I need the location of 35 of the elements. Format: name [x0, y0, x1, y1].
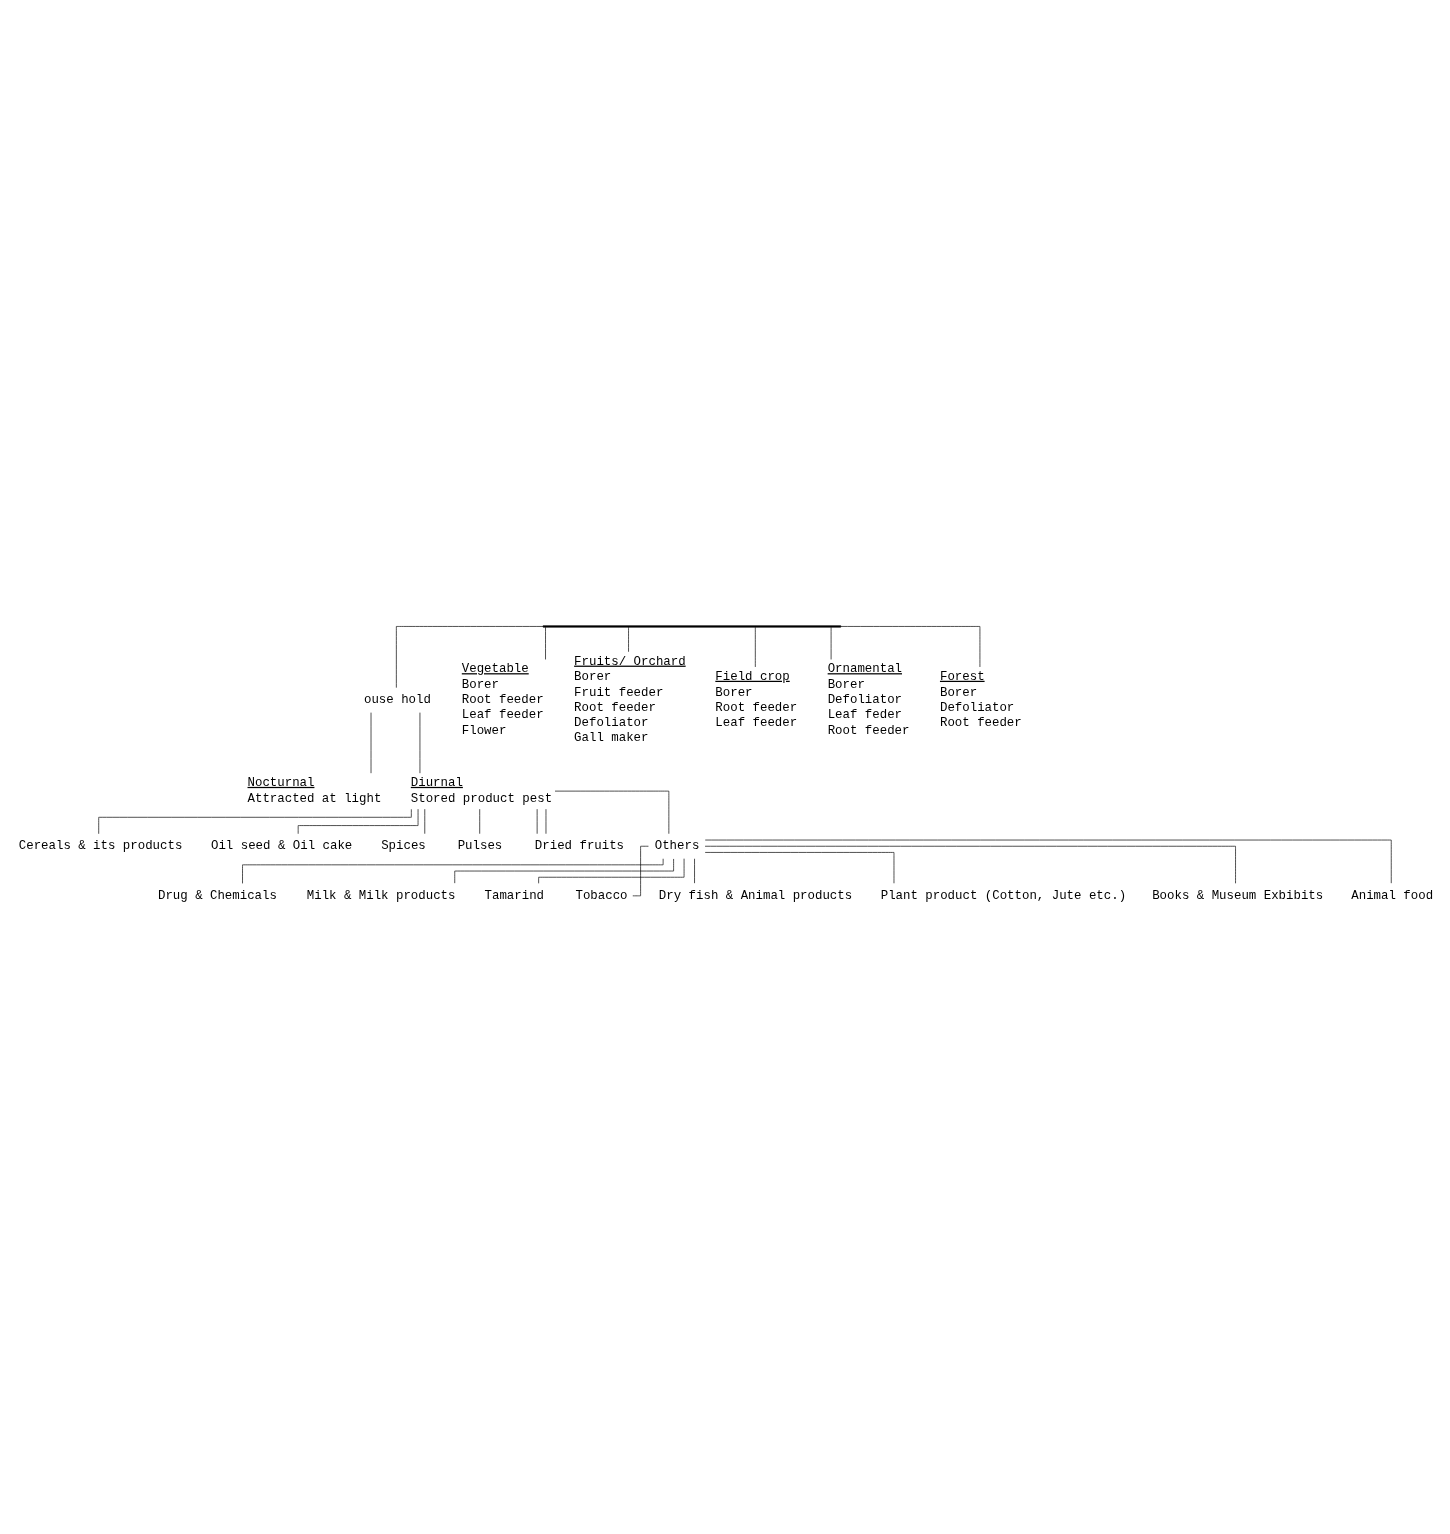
- connector: [840, 626, 981, 668]
- node-text: Plant product (Cotton, Jute etc.): [880, 888, 1127, 903]
- node-text: Vegetable Borer Root feeder Leaf feeder Flower: [461, 662, 544, 738]
- connector: [704, 845, 1236, 884]
- node-text: Others: [654, 839, 700, 854]
- node-text: Books & Museum Exbibits: [1152, 888, 1324, 903]
- node-text: Cereals & its products: [18, 839, 183, 854]
- connector: [396, 626, 544, 688]
- node-bar: [542, 625, 842, 628]
- node-text: Field crop Borer Root feeder Leaf feeder: [715, 669, 798, 730]
- connector: [538, 858, 685, 884]
- node-text: Milk & Milk products: [306, 888, 456, 903]
- node-text: Forest Borer Defoliator Root feeder: [939, 669, 1022, 730]
- node-text: Dry fish & Animal products: [658, 888, 853, 903]
- connector: [632, 845, 649, 897]
- node-text: Dried fruits: [534, 839, 625, 854]
- node-text: Pulses: [457, 839, 503, 854]
- node-text: Fruits/ Orchard Borer Fruit feeder Root feeder Defoliator Gall maker: [574, 654, 686, 746]
- connector: [628, 626, 629, 653]
- node-text: Drug & Chemicals: [157, 888, 277, 903]
- node-text: ouse hold: [363, 693, 431, 708]
- connector: [545, 626, 546, 660]
- node-text: Diurnal Stored product pest: [410, 775, 553, 806]
- node-text: Oil seed & Oil cake: [211, 839, 353, 854]
- connector: [242, 858, 664, 884]
- connector: [454, 858, 674, 884]
- connector: [830, 626, 832, 660]
- node-text: Animal food: [1351, 888, 1434, 903]
- node-text: Spices: [381, 839, 426, 854]
- connector: [754, 626, 756, 668]
- node-text: Tamarind: [484, 888, 545, 903]
- node-text: Tobacco: [575, 888, 628, 903]
- connector: [694, 858, 695, 884]
- node-text: Nocturnal Attracted at light: [247, 775, 382, 806]
- node-text: Ornamental Borer Defoliator Leaf feder Root feeder: [827, 662, 910, 738]
